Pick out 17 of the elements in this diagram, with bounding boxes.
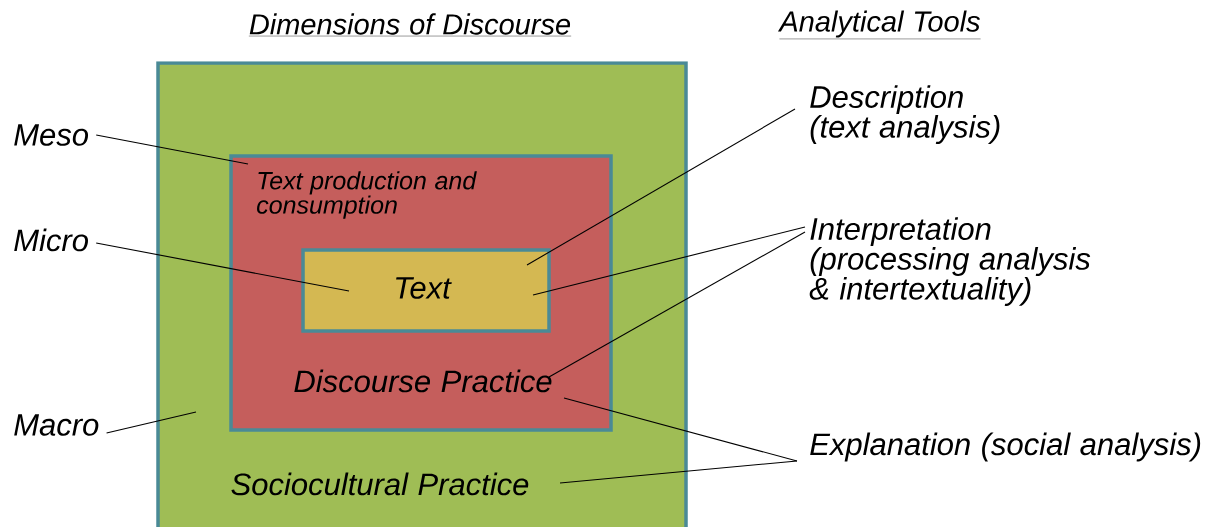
leader-line bbox=[559, 460, 798, 484]
level-label: Micro bbox=[14, 228, 88, 252]
column-heading: Analytical Tools bbox=[777, 10, 981, 40]
leader-line bbox=[95, 242, 350, 292]
nested-box: Text bbox=[301, 248, 551, 333]
level-label: Explanation (social analysis) bbox=[810, 432, 1201, 462]
leader-line bbox=[532, 226, 806, 296]
level-label: Description (text analysis) bbox=[810, 85, 1000, 144]
level-label: Macro bbox=[14, 414, 99, 436]
leader-line bbox=[548, 231, 806, 378]
leader-line bbox=[95, 134, 249, 165]
leader-line bbox=[526, 108, 796, 266]
leader-line bbox=[106, 411, 197, 434]
level-label: Meso bbox=[14, 124, 89, 146]
leader-line bbox=[563, 397, 798, 462]
column-heading: Dimensions of Discourse bbox=[248, 13, 572, 37]
level-label: Interpretation (processing analysis & intertextuality) bbox=[809, 217, 1091, 306]
